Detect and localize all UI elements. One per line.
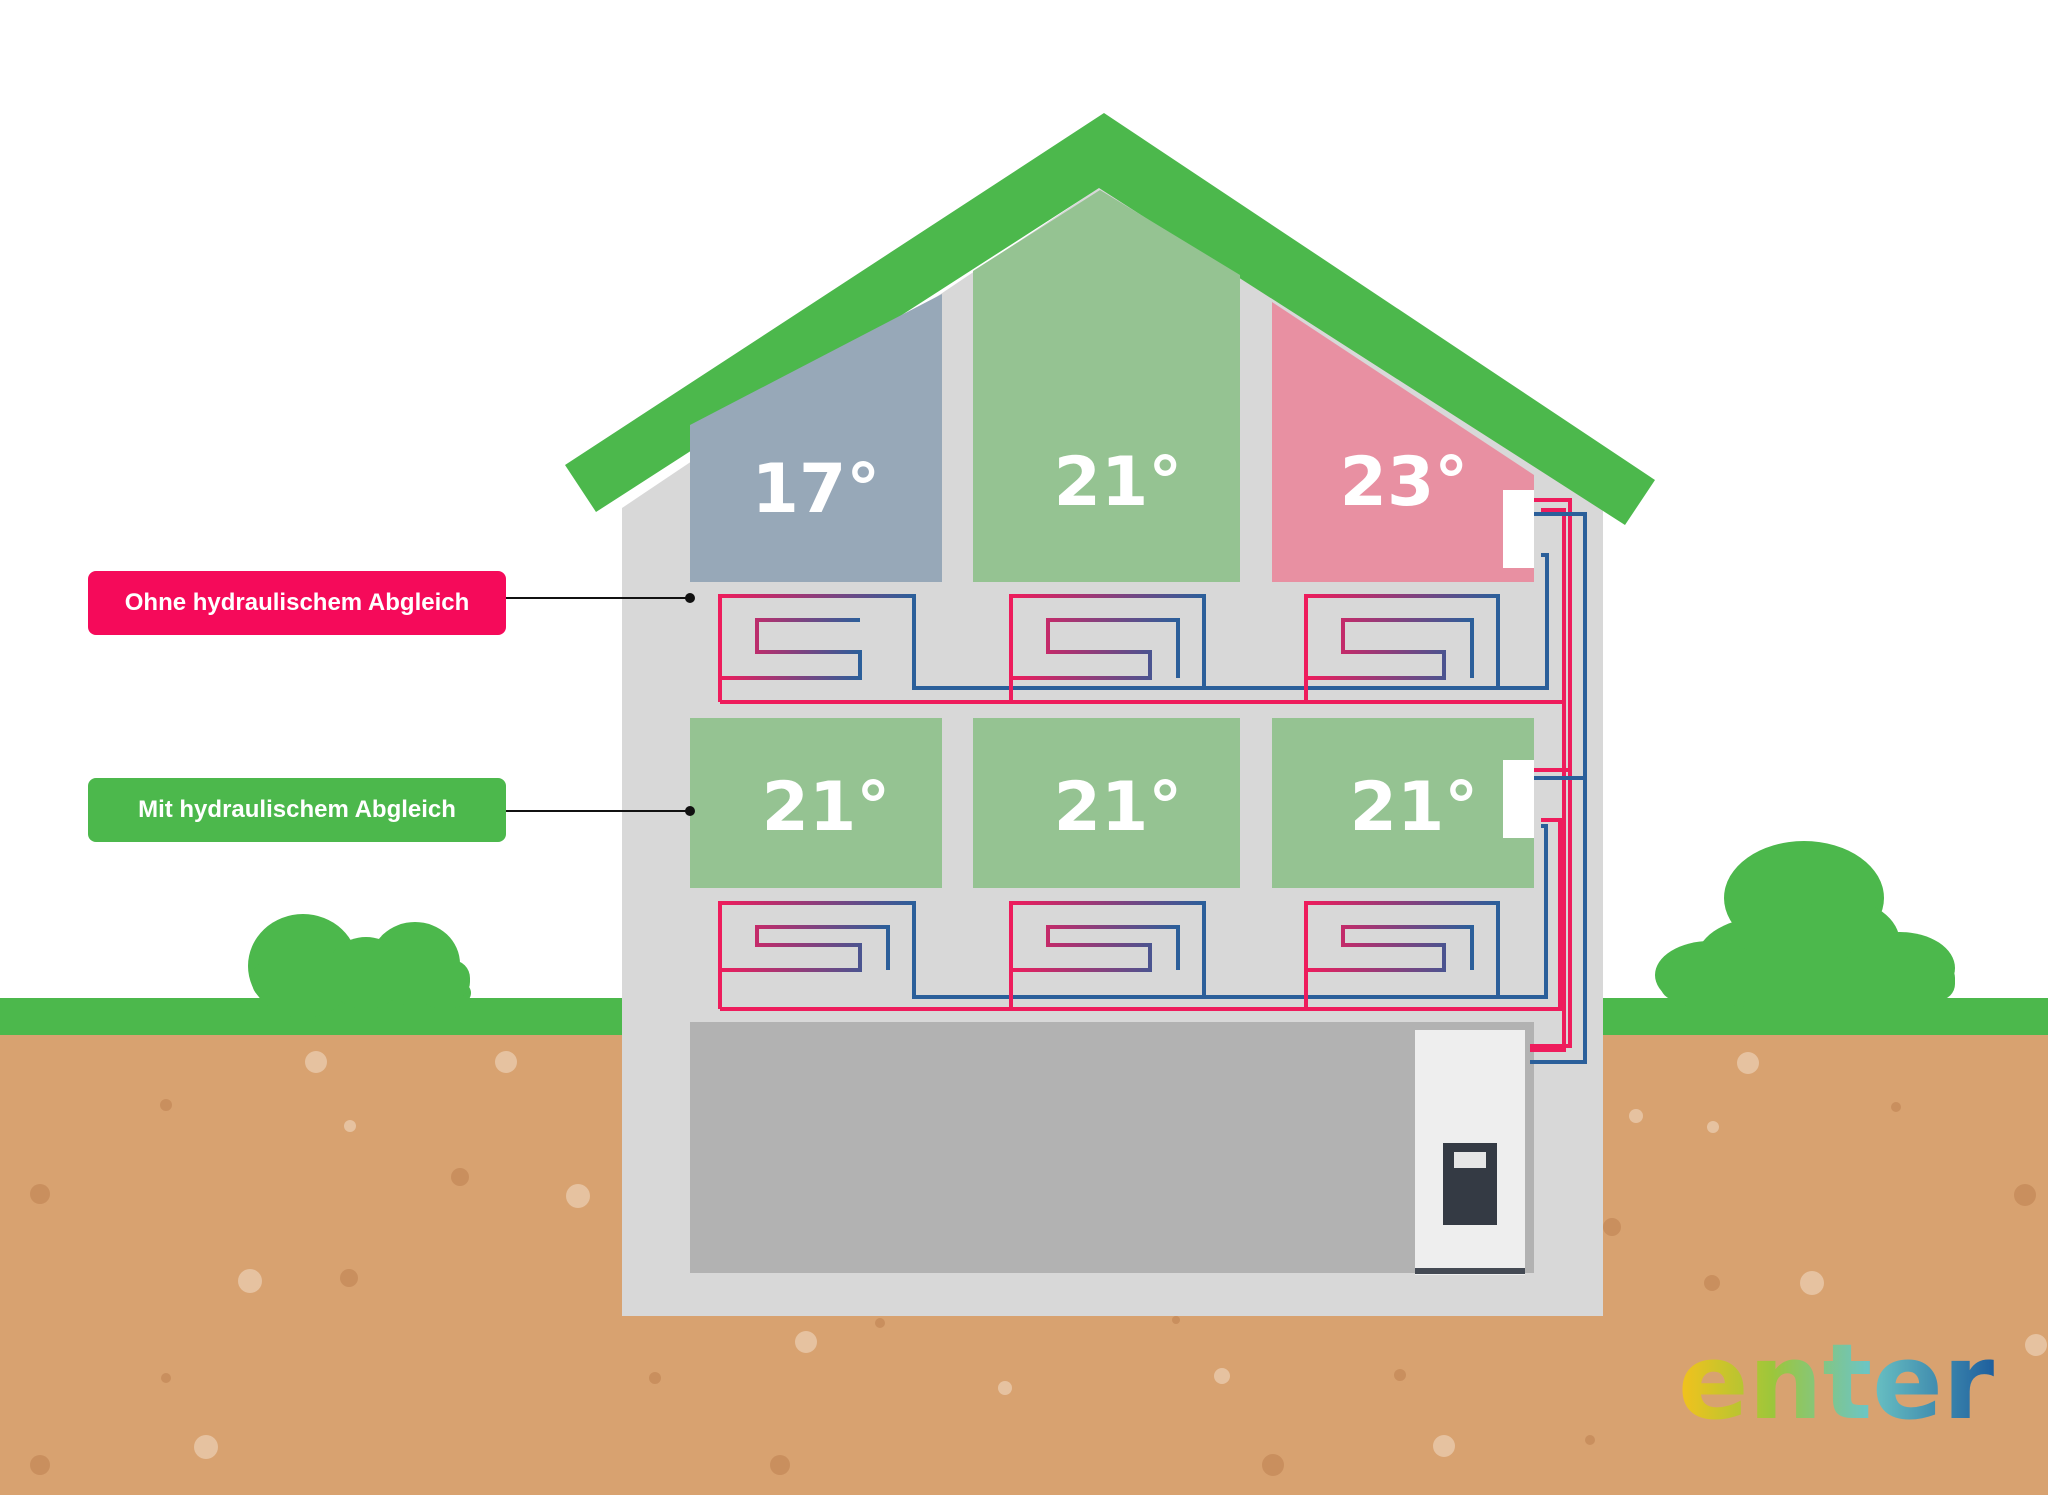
temp-ground-right: 21°: [1350, 768, 1479, 847]
temp-upper-left: 17°: [752, 450, 881, 529]
temp-upper-middle: 21°: [1054, 443, 1183, 522]
soil-stones: [194, 1051, 2047, 1459]
riser-pipes: [1530, 498, 1587, 1064]
heating-coils-lower: [718, 818, 1562, 1011]
temp-upper-right: 23°: [1340, 443, 1469, 522]
bush-left: [248, 914, 471, 1018]
distributor-lower: [1503, 760, 1534, 838]
distributor-upper: [1503, 490, 1534, 568]
room-upper-middle: [973, 190, 1240, 582]
room-ground-left: [690, 718, 942, 888]
basement: [690, 1022, 1534, 1273]
heating-coils-upper: [718, 508, 1566, 1052]
callout-with-balancing: Mit hydraulischem Abgleich: [88, 778, 506, 842]
callout-without-balancing: Ohne hydraulischem Abgleich: [88, 571, 506, 635]
brand-logo: enter: [1678, 1321, 1994, 1443]
room-ground-right: [1272, 718, 1534, 888]
temp-ground-left: 21°: [762, 768, 891, 847]
heat-pump: [1415, 1030, 1525, 1275]
room-upper-right: [1272, 302, 1534, 582]
bush-right: [1655, 841, 1955, 1009]
callout-connectors: [506, 593, 695, 816]
soil-pebbles: [30, 1099, 2036, 1476]
room-ground-middle: [973, 718, 1240, 888]
room-upper-left: [690, 294, 942, 582]
temp-ground-middle: 21°: [1054, 768, 1183, 847]
